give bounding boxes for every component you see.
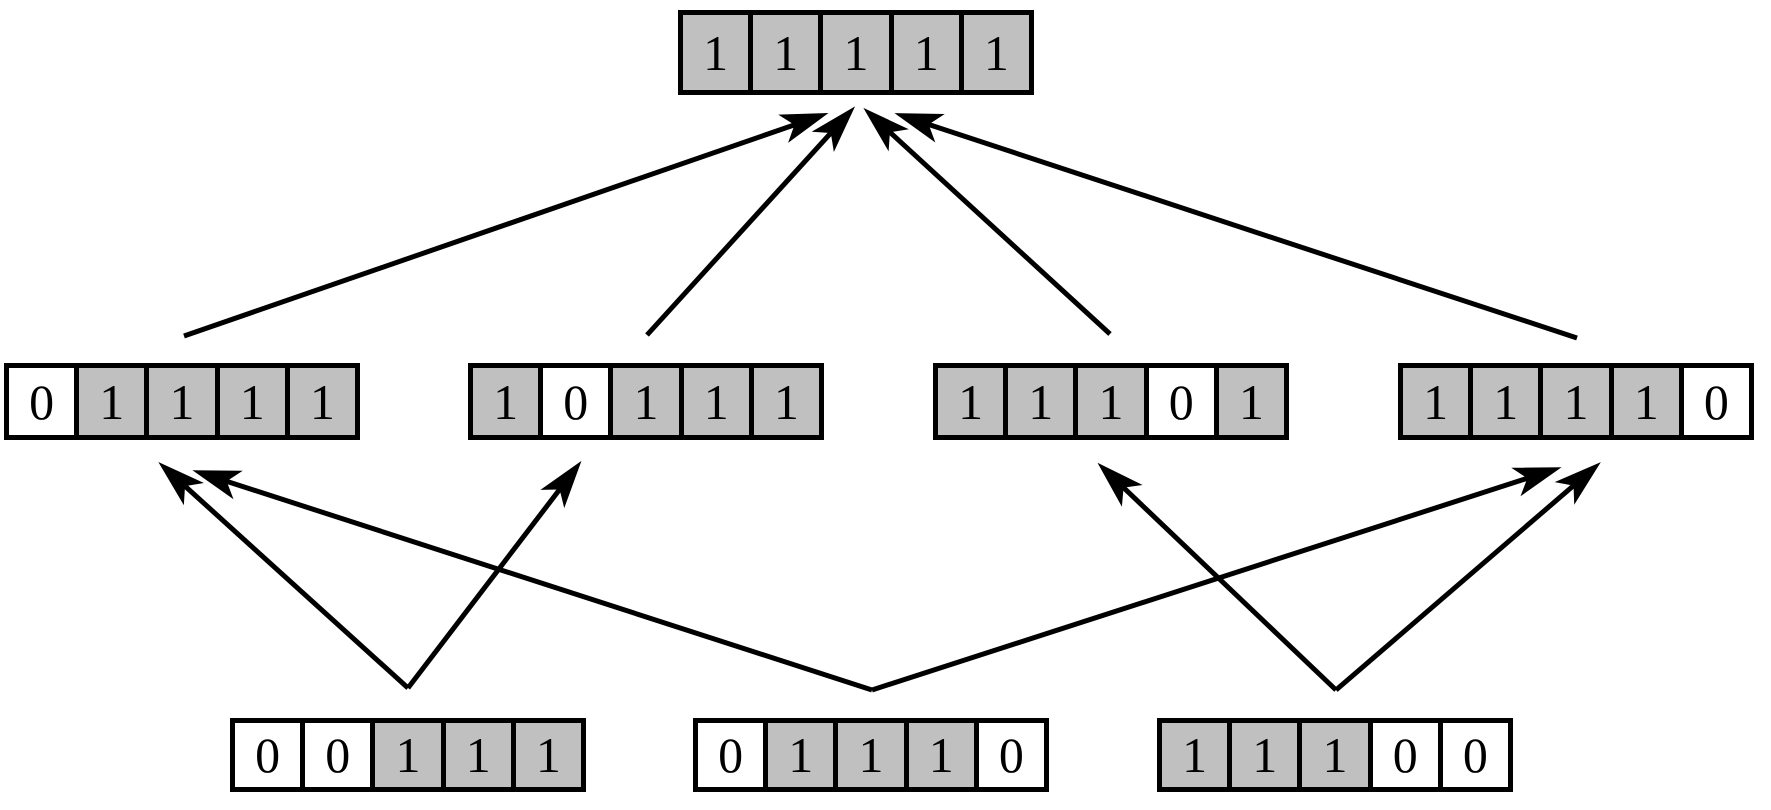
arrow-bottom-1-to-middle-2	[406, 460, 582, 690]
bit-cell-middle-2-3: 1	[683, 368, 749, 435]
bit-cell-bottom-2-2: 1	[838, 723, 904, 787]
bit-cell-middle-1-3: 1	[219, 368, 285, 435]
bit-cell-middle-1-0: 0	[9, 368, 75, 435]
bit-cell-middle-1-1: 1	[79, 368, 145, 435]
bit-cell-middle-4-4: 0	[1683, 368, 1749, 435]
arrow-middle-2-to-top	[645, 106, 856, 337]
bit-cell-bottom-3-4: 0	[1442, 723, 1508, 787]
bit-cell-bottom-1-3: 1	[445, 723, 511, 787]
bit-cell-bottom-1-1: 0	[305, 723, 371, 787]
arrow-middle-3-to-top	[863, 107, 1112, 336]
arrow-bottom-3-to-middle-4	[1334, 462, 1601, 692]
bit-cell-top-3: 1	[893, 15, 959, 90]
arrow-group	[158, 106, 1601, 693]
bit-cell-bottom-3-3: 0	[1372, 723, 1438, 787]
bit-cell-bottom-1-2: 1	[375, 723, 441, 787]
bit-cell-middle-4-2: 1	[1543, 368, 1609, 435]
bit-cell-middle-4-3: 1	[1613, 368, 1679, 435]
bit-cell-bottom-3-0: 1	[1162, 723, 1228, 787]
bit-cell-top-4: 1	[963, 15, 1029, 90]
arrow-bottom-2-to-middle-1	[192, 470, 873, 693]
bit-cell-middle-4-0: 1	[1403, 368, 1469, 435]
bit-cell-middle-3-4: 1	[1218, 368, 1284, 435]
bit-cell-bottom-2-1: 1	[768, 723, 834, 787]
bit-cell-middle-2-0: 1	[473, 368, 539, 435]
arrow-middle-1-to-top	[183, 113, 829, 339]
bit-cell-top-1: 1	[753, 15, 819, 90]
bit-cell-top-2: 1	[823, 15, 889, 90]
bit-cell-top-0: 1	[683, 15, 749, 90]
bit-cell-bottom-1-0: 0	[235, 723, 301, 787]
arrow-middle-4-to-top	[894, 113, 1578, 341]
arrow-bottom-3-to-middle-3	[1097, 462, 1338, 692]
bit-cell-bottom-3-2: 1	[1302, 723, 1368, 787]
arrow-bottom-1-to-middle-1	[158, 461, 410, 690]
bit-cell-bottom-1-4: 1	[515, 723, 581, 787]
bit-cell-bottom-2-4: 0	[978, 723, 1044, 787]
bit-cell-middle-3-2: 1	[1078, 368, 1144, 435]
bit-cell-bottom-2-0: 0	[698, 723, 764, 787]
bit-cell-middle-2-2: 1	[613, 368, 679, 435]
bit-cell-middle-2-4: 1	[753, 368, 819, 435]
arrow-bottom-2-to-middle-4	[871, 467, 1562, 693]
bit-cell-middle-3-0: 1	[938, 368, 1004, 435]
bit-cell-bottom-2-3: 1	[908, 723, 974, 787]
bit-cell-middle-2-1: 0	[543, 368, 609, 435]
bit-cell-middle-3-3: 0	[1148, 368, 1214, 435]
bit-cell-middle-1-2: 1	[149, 368, 215, 435]
bit-cell-middle-1-4: 1	[289, 368, 355, 435]
bit-cell-middle-4-1: 1	[1473, 368, 1539, 435]
bit-cell-bottom-3-1: 1	[1232, 723, 1298, 787]
bit-cell-middle-3-1: 1	[1008, 368, 1074, 435]
